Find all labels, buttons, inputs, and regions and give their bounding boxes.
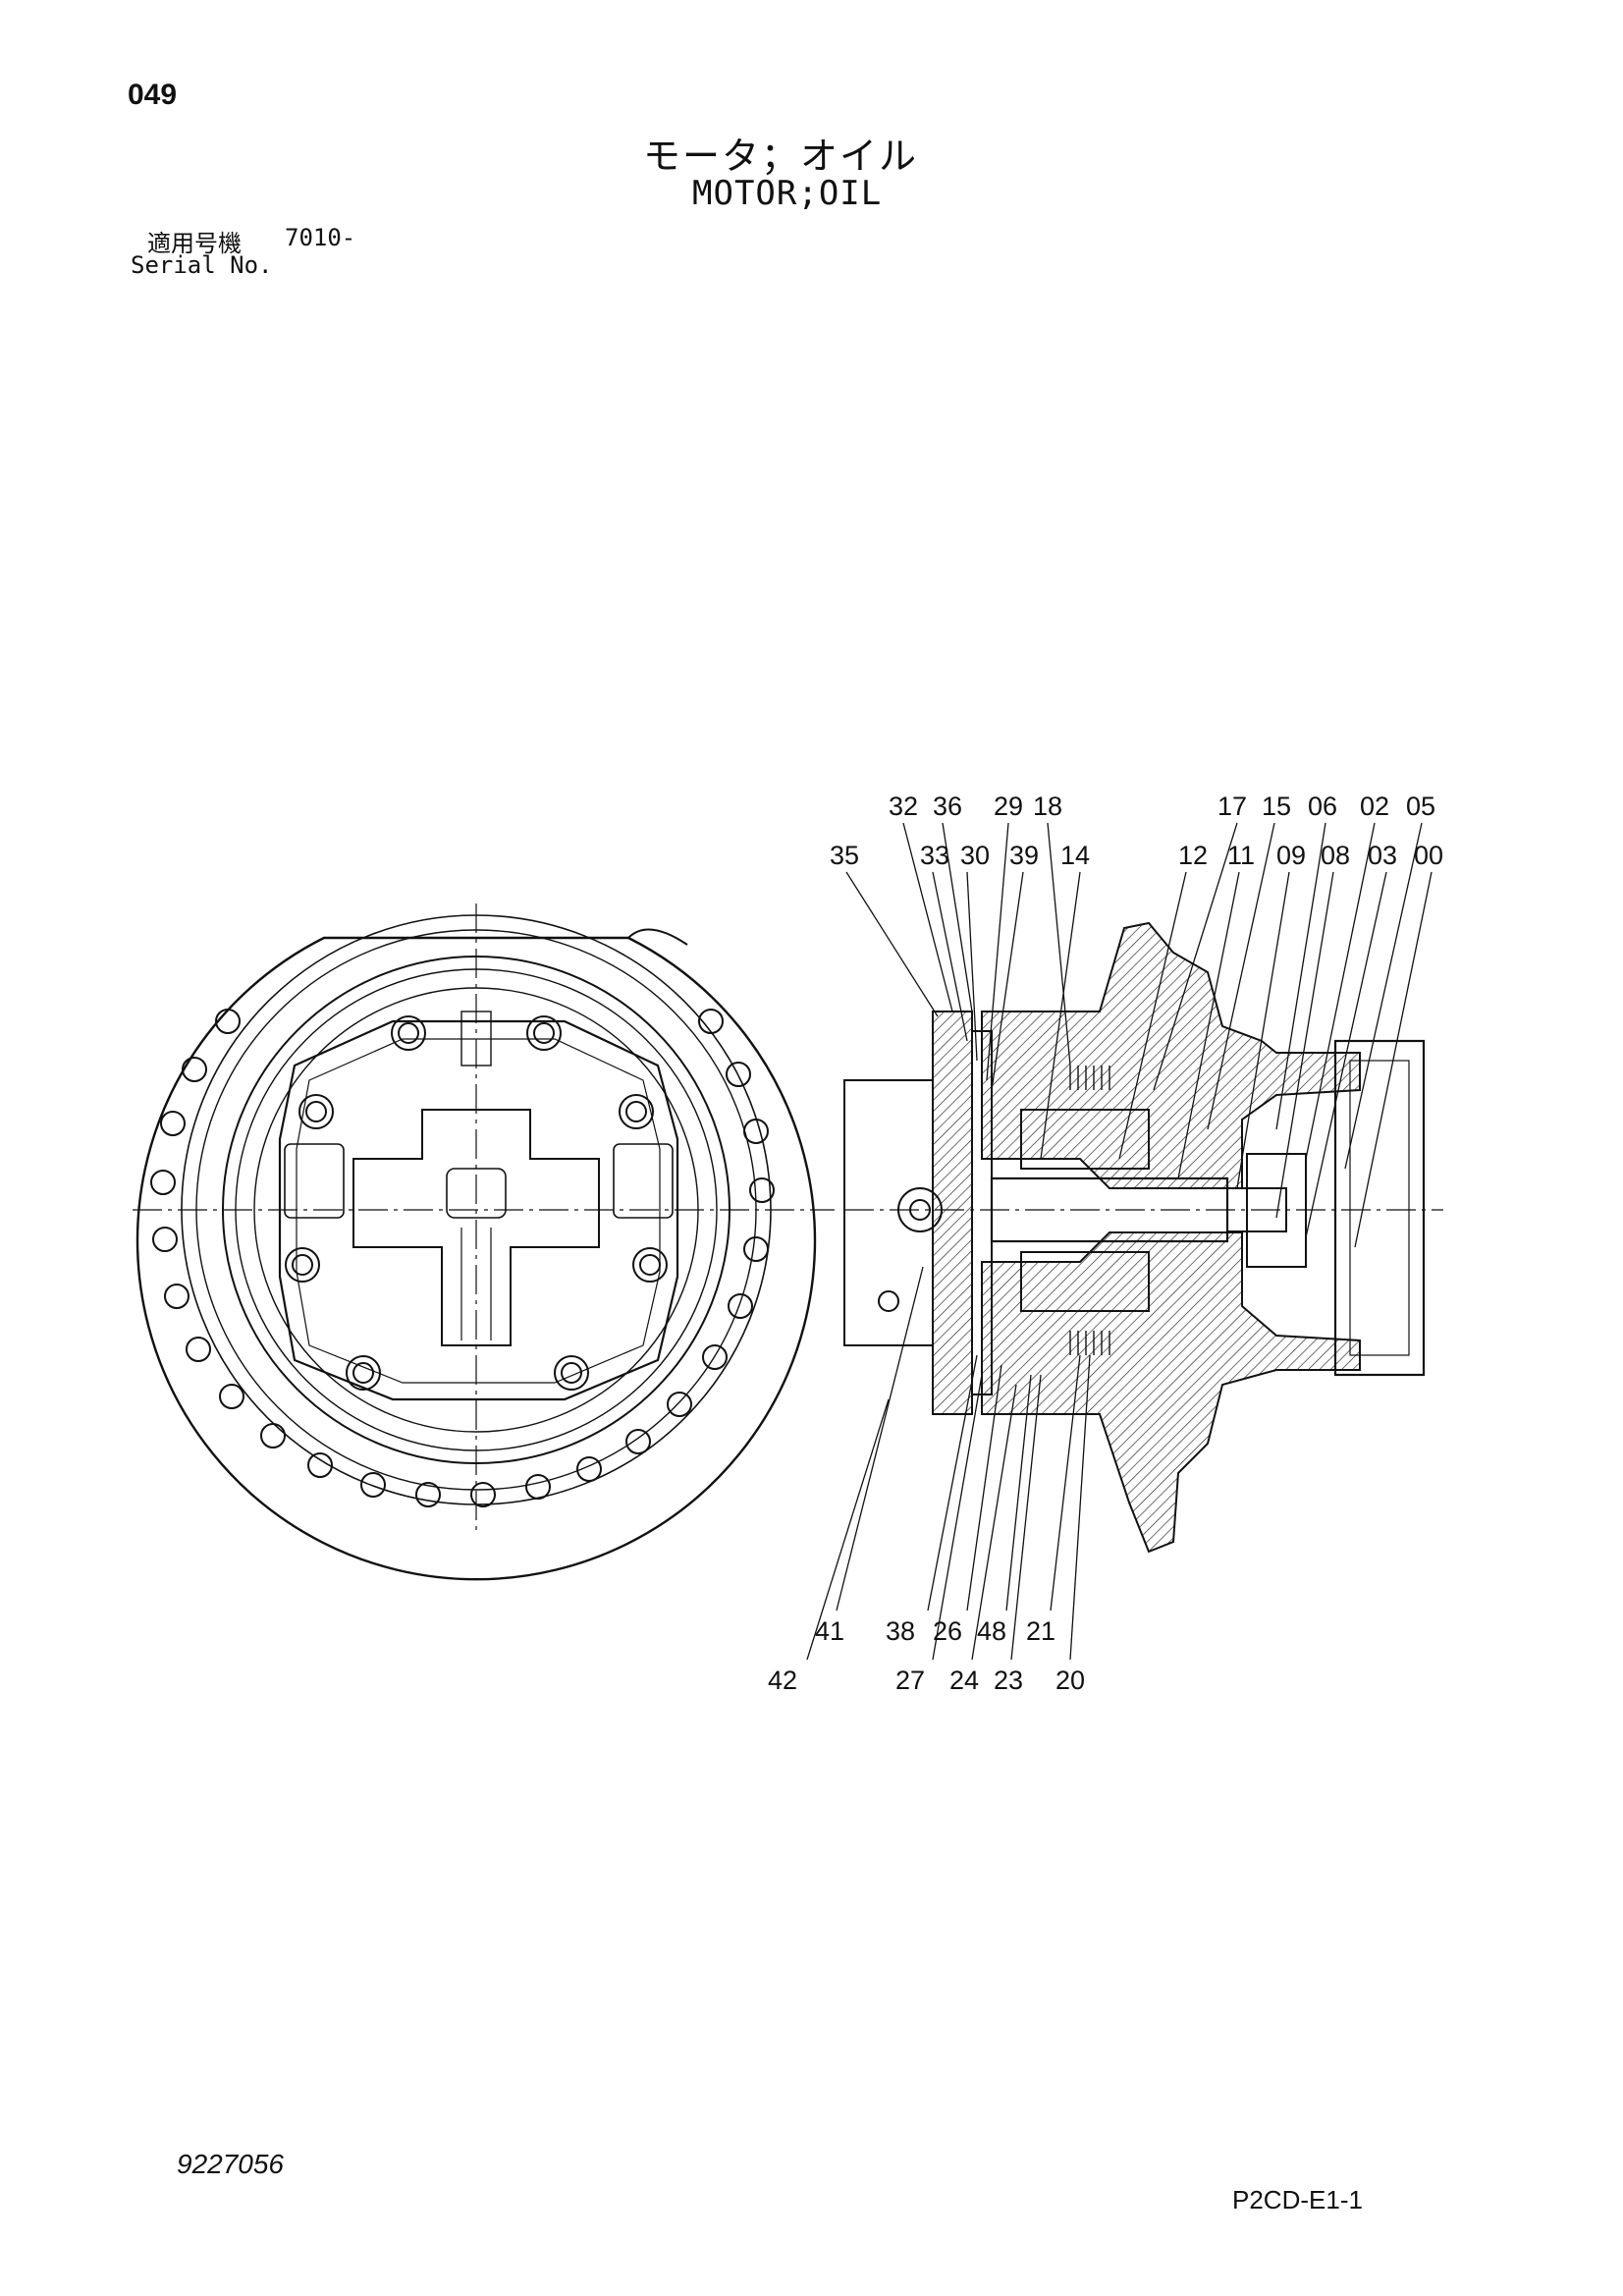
callout-bottom-row1: 41 38 26 48 21 bbox=[815, 1616, 1055, 1646]
callout-label: 20 bbox=[1055, 1666, 1085, 1695]
callout-label: 08 bbox=[1321, 841, 1350, 870]
callout-label: 14 bbox=[1060, 841, 1090, 870]
title-english: MOTOR;OIL bbox=[692, 174, 883, 213]
callout-top-row2: 35 33 30 39 14 12 11 09 08 03 00 bbox=[830, 841, 1443, 870]
serial-value: 7010- bbox=[285, 224, 356, 251]
callout-label: 17 bbox=[1217, 792, 1247, 821]
callout-label: 11 bbox=[1227, 841, 1255, 870]
page-number: 049 bbox=[128, 79, 178, 111]
callout-label: 32 bbox=[889, 792, 918, 821]
callout-label: 00 bbox=[1414, 841, 1443, 870]
leader-lines bbox=[806, 822, 1433, 1661]
callout-top-row1: 32 36 29 18 17 15 06 02 05 bbox=[889, 792, 1435, 821]
callout-label: 27 bbox=[895, 1666, 925, 1695]
callout-label: 30 bbox=[960, 841, 990, 870]
callout-label: 24 bbox=[949, 1666, 979, 1695]
callout-label: 18 bbox=[1033, 792, 1062, 821]
callout-label: 15 bbox=[1262, 792, 1291, 821]
section-view bbox=[843, 921, 1443, 1554]
callout-label: 39 bbox=[1009, 841, 1039, 870]
callout-label: 23 bbox=[994, 1666, 1023, 1695]
callout-label: 42 bbox=[768, 1666, 797, 1695]
serial-label-japanese: 適用号機 bbox=[147, 230, 242, 257]
callout-label: 29 bbox=[994, 792, 1023, 821]
callout-label: 06 bbox=[1308, 792, 1337, 821]
callout-label: 02 bbox=[1360, 792, 1389, 821]
callout-label: 36 bbox=[933, 792, 962, 821]
callout-label: 48 bbox=[977, 1616, 1006, 1646]
callout-label: 09 bbox=[1276, 841, 1306, 870]
callout-label: 21 bbox=[1026, 1616, 1055, 1646]
page-code: P2CD-E1-1 bbox=[1232, 2185, 1363, 2214]
callout-label: 26 bbox=[933, 1616, 962, 1646]
title-japanese: モータ；オイル bbox=[643, 135, 919, 178]
front-view bbox=[133, 903, 835, 1581]
drawing-number: 9227056 bbox=[177, 2149, 285, 2179]
callout-label: 41 bbox=[815, 1616, 844, 1646]
callout-label: 12 bbox=[1178, 841, 1208, 870]
callout-bottom-row2: 42 27 24 23 20 bbox=[768, 1666, 1085, 1695]
callout-label: 33 bbox=[920, 841, 949, 870]
callout-label: 05 bbox=[1406, 792, 1435, 821]
callout-label: 35 bbox=[830, 841, 859, 870]
serial-label-english: Serial No. bbox=[131, 251, 273, 279]
callout-label: 03 bbox=[1368, 841, 1397, 870]
callout-label: 38 bbox=[886, 1616, 915, 1646]
